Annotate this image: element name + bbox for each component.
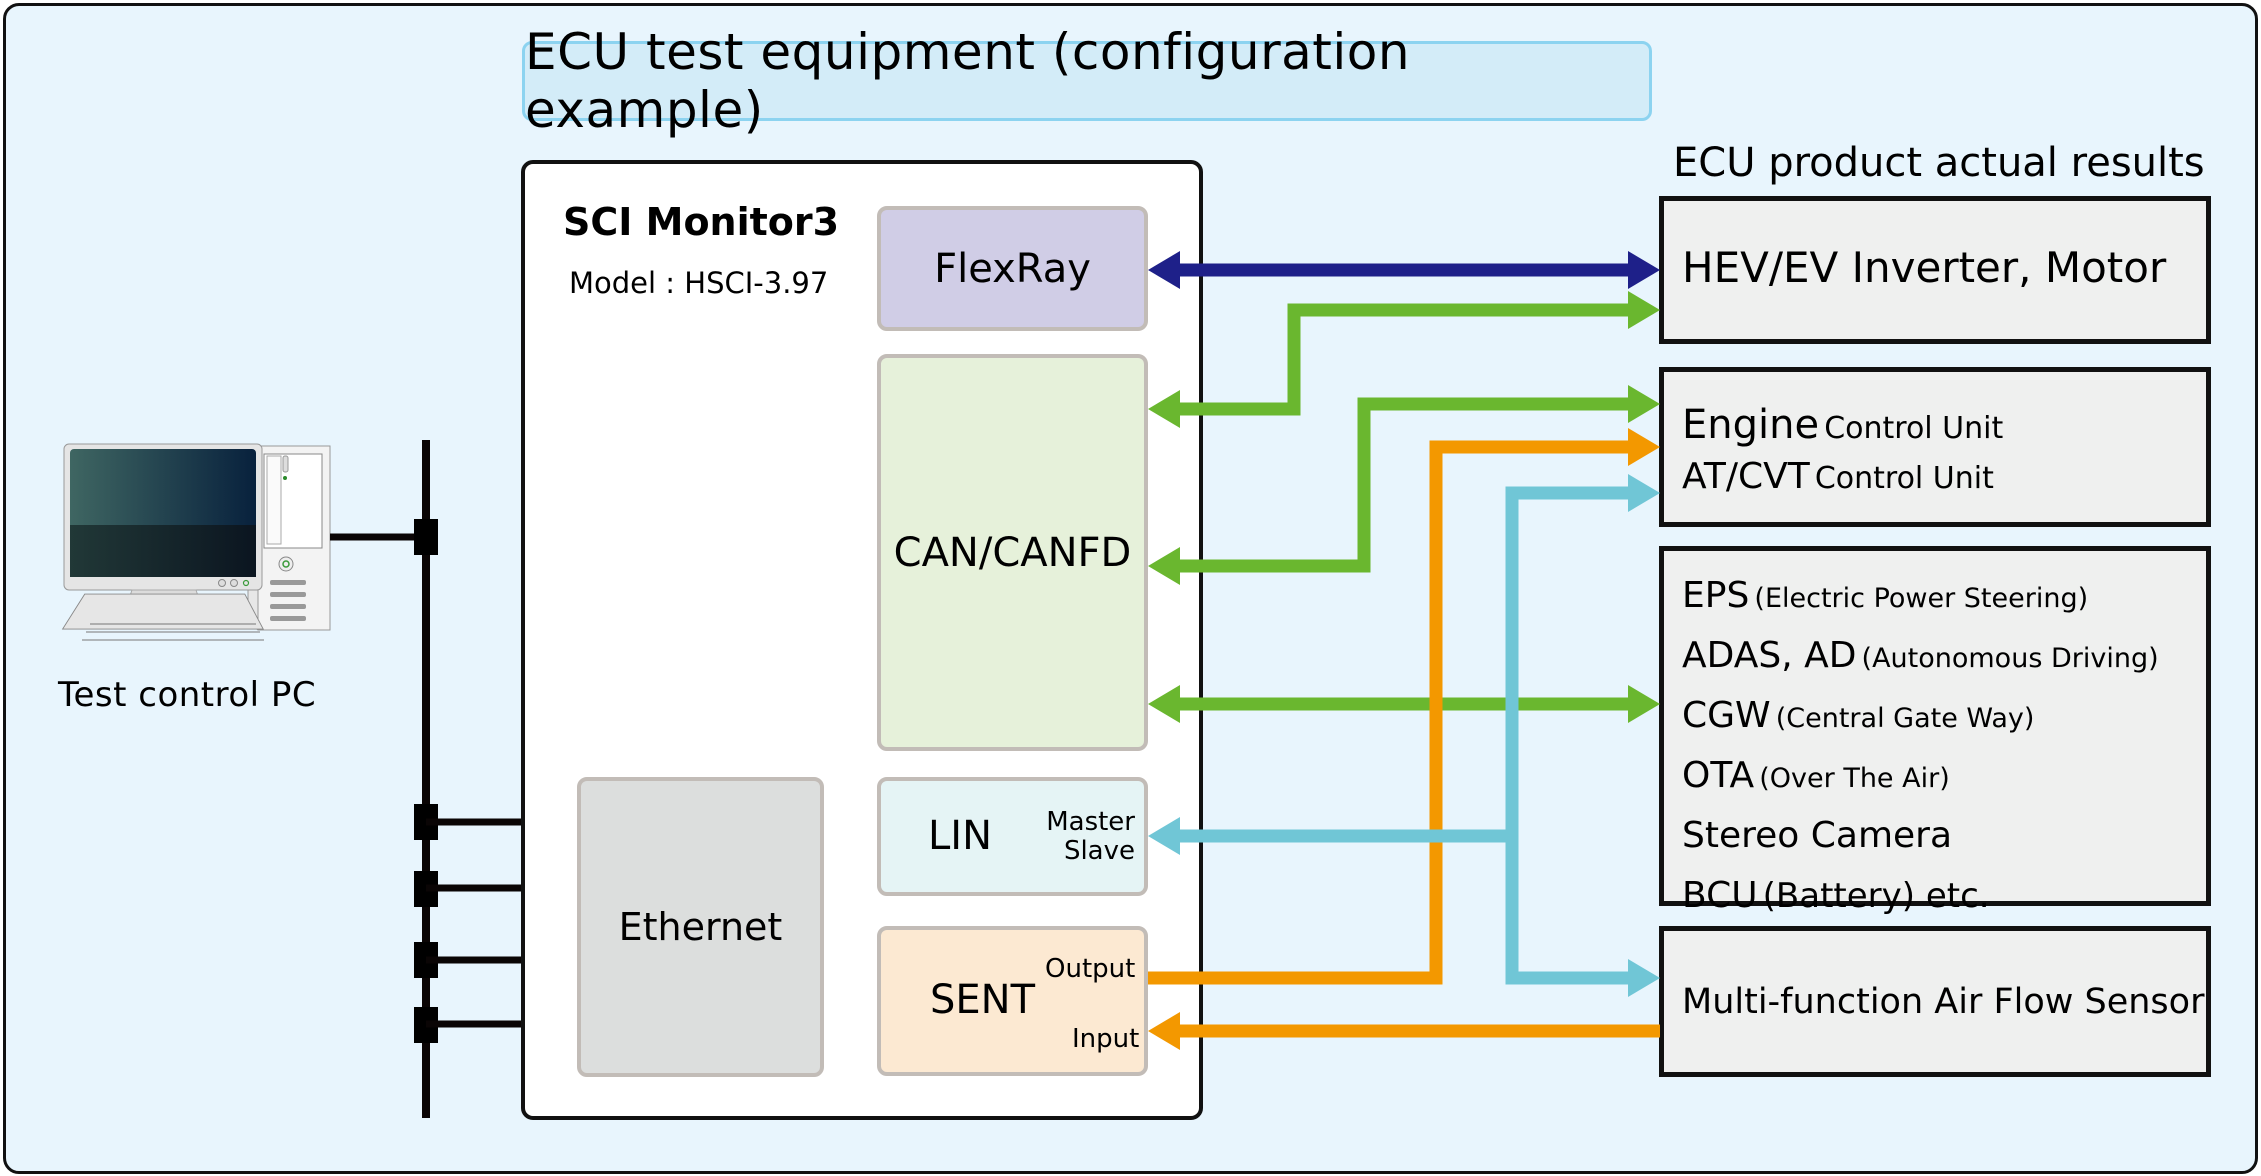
ecu-item-eps: EPS (Electric Power Steering) <box>1682 569 2206 629</box>
ecu-item-sub: (Autonomous Driving) <box>1861 643 2159 674</box>
ecu-item-sub: (Central Gate Way) <box>1775 703 2035 734</box>
engine-box: Engine Control Unit AT/CVT Control Unit <box>1659 367 2211 527</box>
results-heading: ECU product actual results <box>1673 140 2205 186</box>
ecu-item-main: CGW <box>1682 695 1771 736</box>
ecu-item-main: BCU <box>1682 875 1758 916</box>
lin-label: LIN <box>928 813 993 859</box>
flexray-label: FlexRay <box>934 245 1091 292</box>
can-link-engine-line <box>1176 397 1632 573</box>
ethernet-module: Ethernet <box>577 777 824 1077</box>
atcvt-sub: Control Unit <box>1814 461 1994 496</box>
lin-roles: Master Slave <box>1030 808 1135 866</box>
ecu-item-adas: ADAS, AD (Autonomous Driving) <box>1682 629 2206 689</box>
hev-box: HEV/EV Inverter, Motor <box>1659 196 2211 344</box>
sent-label: SENT <box>930 977 1036 1023</box>
arrowhead-left <box>1148 685 1180 723</box>
arrowhead-right <box>1628 385 1660 423</box>
ecu-list-box: EPS (Electric Power Steering) ADAS, AD (… <box>1659 546 2211 916</box>
pc-label: Test control PC <box>58 675 317 715</box>
engine-main: Engine <box>1682 402 1820 448</box>
ecu-item-sub: (Electric Power Steering) <box>1754 583 2089 614</box>
ecu-list: EPS (Electric Power Steering) ADAS, AD (… <box>1682 569 2206 929</box>
lin-trunk-line <box>1505 486 1632 985</box>
monitor-model: Model : HSCI-3.97 <box>569 266 829 300</box>
lin-master-label: Master <box>1046 807 1135 837</box>
lin-slave-label: Slave <box>1063 836 1135 866</box>
arrowhead-right <box>1628 291 1660 329</box>
can-label: CAN/CANFD <box>893 529 1132 576</box>
can-link-hev-line <box>1176 303 1632 416</box>
ecu-item-main: EPS <box>1682 575 1750 616</box>
hev-label: HEV/EV Inverter, Motor <box>1682 242 2167 292</box>
lin-module <box>877 777 1148 896</box>
arrowhead-left <box>1148 390 1180 428</box>
arrowhead-right <box>1628 959 1660 997</box>
flexray-module: FlexRay <box>877 206 1148 331</box>
ecu-item-main: OTA <box>1682 755 1755 796</box>
arrowhead-left <box>1148 251 1180 289</box>
arrowhead-left <box>1148 547 1180 585</box>
engine-sub: Control Unit <box>1824 411 2004 446</box>
ecu-item-sub: (Over The Air) <box>1759 763 1950 794</box>
desktop-computer-icon <box>60 440 340 650</box>
arrowhead-right <box>1628 474 1660 512</box>
ecu-item-sub: (Battery) etc. <box>1762 876 1990 916</box>
ecu-item-ota: OTA (Over The Air) <box>1682 749 2206 809</box>
arrowhead-left <box>1148 1012 1180 1050</box>
atcvt-line: AT/CVT Control Unit <box>1682 456 2206 497</box>
ethernet-label: Ethernet <box>618 905 783 949</box>
ecu-item-main: Stereo Camera <box>1682 815 1953 856</box>
sent-output-line <box>1148 440 1632 985</box>
arrowhead-right <box>1628 251 1660 289</box>
sent-input-label: Input <box>1072 1024 1140 1054</box>
arrowhead-right <box>1628 428 1660 466</box>
engine-line: Engine Control Unit <box>1682 402 2206 448</box>
arrowhead-right <box>1628 685 1660 723</box>
ecu-item-main: ADAS, AD <box>1682 635 1857 676</box>
monitor-name: SCI Monitor3 <box>563 200 840 244</box>
ecu-item-cgw: CGW (Central Gate Way) <box>1682 689 2206 749</box>
airflow-label: Multi-function Air Flow Sensor <box>1682 981 2205 1022</box>
can-module: CAN/CANFD <box>877 354 1148 751</box>
bus-connector <box>414 519 438 555</box>
airflow-sensor-box: Multi-function Air Flow Sensor <box>1659 926 2211 1077</box>
ecu-item-stereo-camera: Stereo Camera <box>1682 809 2206 869</box>
sent-output-label: Output <box>1045 954 1136 984</box>
ecu-item-bcu: BCU (Battery) etc. <box>1682 869 2206 929</box>
atcvt-main: AT/CVT <box>1682 456 1810 497</box>
arrowhead-left <box>1148 817 1180 855</box>
sent-module <box>877 926 1148 1076</box>
